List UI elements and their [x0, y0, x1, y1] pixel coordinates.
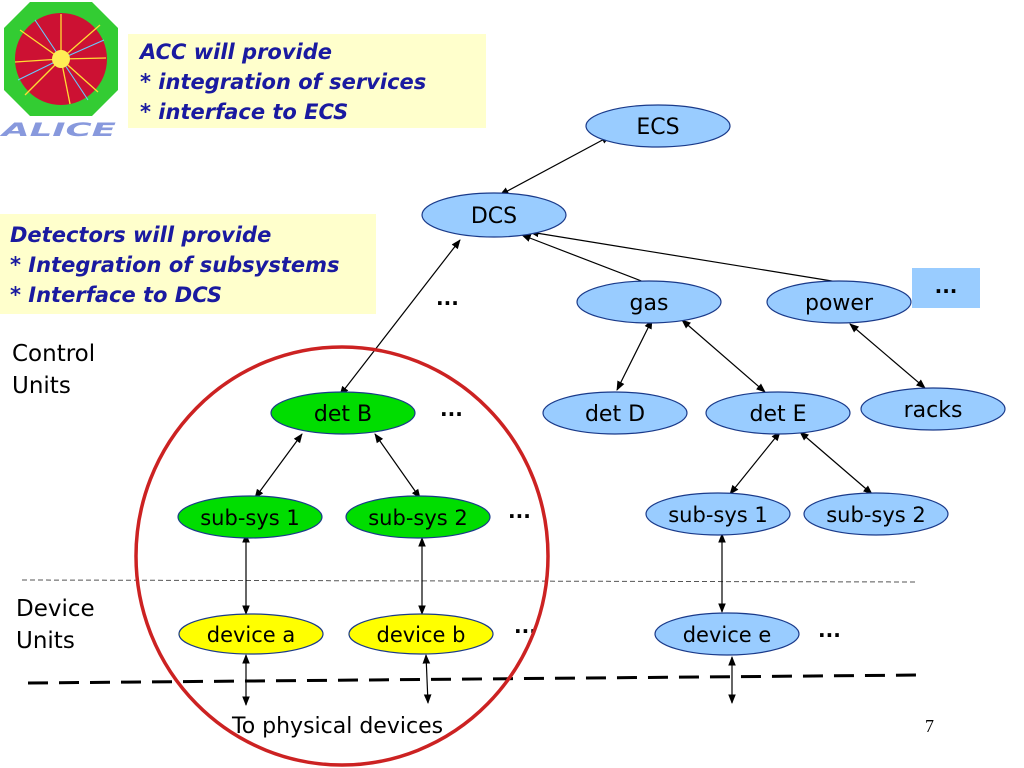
detectors-item-dcs: * Interface to DCS: [10, 283, 222, 307]
alice-logo: ALICE: [0, 2, 118, 140]
node-gas: gas: [576, 280, 722, 324]
node-device-e: device e: [654, 612, 800, 656]
edge-dete-subsys1: [729, 431, 781, 495]
node-device-b: device b: [348, 613, 494, 655]
svg-text:gas: gas: [630, 291, 669, 316]
edge-ecs-dcs: [499, 135, 611, 196]
node-det-e: det E: [705, 391, 851, 435]
edge-detb-subsys2: [374, 433, 421, 499]
svg-text:det E: det E: [749, 402, 806, 427]
node-det-b: det B: [270, 391, 416, 435]
node-b-sub-sys-2: sub-sys 2: [345, 495, 491, 539]
extra-node-box: ...: [912, 268, 980, 308]
ellipsis-deviceb-level: ...: [514, 614, 537, 638]
ellipsis-subsys-level: ...: [508, 499, 531, 523]
svg-text:det B: det B: [314, 402, 372, 427]
detectors-info-box: Detectors will provide * Integration of …: [0, 214, 376, 314]
svg-text:device b: device b: [377, 623, 466, 647]
edge-dcs-power: [529, 229, 839, 283]
node-b-sub-sys-1: sub-sys 1: [177, 495, 323, 539]
separator-dashed-thin: [21, 579, 919, 583]
node-det-d: det D: [542, 391, 688, 435]
node-dcs: DCS: [421, 192, 567, 238]
svg-text:sub-sys 2: sub-sys 2: [368, 506, 468, 530]
acc-title: ACC will provide: [140, 40, 333, 64]
edge-detb-subsys1: [254, 433, 303, 499]
svg-text:sub-sys 2: sub-sys 2: [826, 503, 926, 527]
node-device-a: device a: [178, 613, 324, 655]
edge-gas-detd: [616, 319, 653, 391]
logo-text: ALICE: [0, 119, 116, 140]
svg-text:sub-sys 1: sub-sys 1: [668, 503, 768, 527]
edge-gas-dete: [681, 319, 766, 393]
highlight-circle: [134, 345, 550, 767]
ellipsis-dcs-level: ...: [436, 286, 459, 310]
ellipsis-devicee-level: ...: [818, 618, 841, 642]
svg-text:ECS: ECS: [636, 115, 679, 140]
node-e-sub-sys-2: sub-sys 2: [803, 492, 949, 536]
edge-deviceb-physical: [422, 654, 432, 704]
node-racks: racks: [860, 387, 1006, 431]
acc-item-services: * integration of services: [140, 70, 427, 94]
ellipsis-detb-level: ...: [440, 397, 463, 421]
svg-text:device e: device e: [683, 623, 772, 647]
node-power: power: [766, 280, 912, 324]
node-ecs: ECS: [585, 104, 731, 148]
device-units-label: Device Units: [16, 596, 95, 654]
edge-dete-subsys2: [799, 431, 873, 495]
detectors-item-subsystems: * Integration of subsystems: [10, 253, 340, 277]
edge-dcs-gas: [521, 234, 645, 283]
svg-text:sub-sys 1: sub-sys 1: [200, 506, 300, 530]
page-number: 7: [925, 716, 934, 736]
control-units-label: Control Units: [12, 341, 96, 399]
physical-devices-label: To physical devices: [232, 714, 444, 739]
svg-text:device a: device a: [207, 623, 296, 647]
edge-power-racks: [849, 323, 926, 389]
node-e-sub-sys-1: sub-sys 1: [645, 492, 791, 536]
svg-text:racks: racks: [904, 398, 963, 423]
svg-text:power: power: [805, 291, 874, 316]
svg-text:det D: det D: [585, 402, 645, 427]
acc-info-box: ACC will provide * integration of servic…: [128, 34, 486, 128]
acc-item-ecs: * interface to ECS: [140, 100, 349, 124]
detectors-title: Detectors will provide: [10, 223, 272, 247]
edge-dcs-detb: [339, 239, 461, 396]
separator-dashed-thick: [27, 673, 923, 685]
svg-text:DCS: DCS: [471, 204, 517, 229]
